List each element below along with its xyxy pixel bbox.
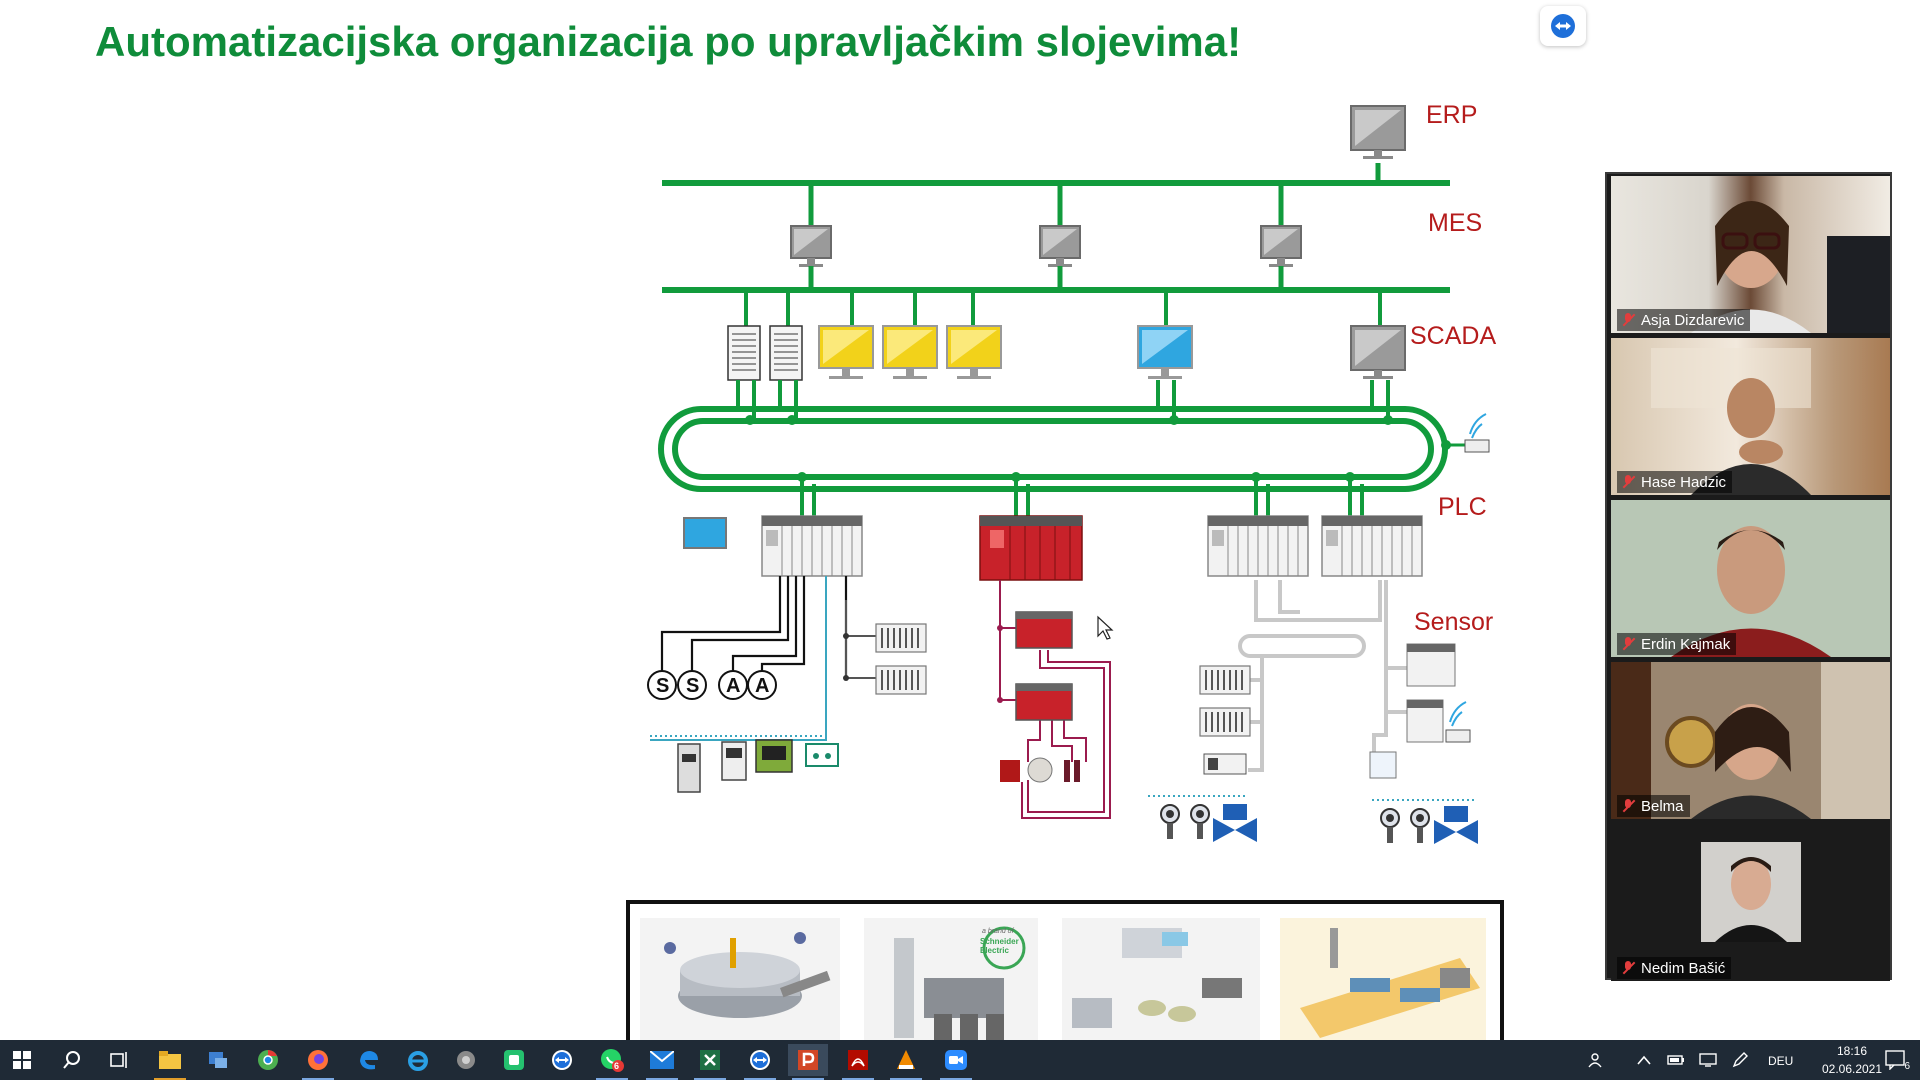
- layer-label-erp: ERP: [1426, 101, 1478, 129]
- network-app-icon[interactable]: [198, 1044, 238, 1076]
- schneider-illustration: a brand of Schneider Electric: [864, 918, 1038, 1046]
- mail-icon[interactable]: [642, 1044, 682, 1080]
- pen-icon[interactable]: [1728, 1044, 1752, 1076]
- layer-label-scada: SCADA: [1410, 322, 1497, 350]
- sensor-symbol: S: [686, 675, 700, 697]
- teamviewer-icon[interactable]: [542, 1044, 582, 1076]
- participant-tile[interactable]: Erdin Kajmak: [1611, 500, 1890, 657]
- illustration-strip: a brand of Schneider Electric: [626, 900, 1504, 1049]
- people-icon[interactable]: [1584, 1044, 1608, 1076]
- edge-icon[interactable]: [348, 1044, 388, 1076]
- teamviewer2-icon[interactable]: [740, 1044, 780, 1080]
- search-icon[interactable]: [52, 1044, 92, 1076]
- actuator-symbol: A: [755, 675, 770, 697]
- green-app-icon[interactable]: [494, 1044, 534, 1076]
- clock-date[interactable]: 02.06.2021: [1821, 1062, 1883, 1076]
- slide-title: Automatizacijska organizacija po upravlj…: [95, 18, 1242, 65]
- mic-muted-icon: [1621, 312, 1635, 328]
- machine-illustration: [640, 918, 840, 1046]
- brand-prefix: a brand of: [982, 928, 1014, 935]
- layer-label-sensor: Sensor: [1414, 608, 1494, 636]
- notification-center-icon[interactable]: 6: [1876, 1044, 1916, 1076]
- battery-icon[interactable]: [1664, 1044, 1688, 1076]
- whatsapp-badge: 6: [614, 1061, 620, 1071]
- participant-name: Hase Hadzic: [1617, 471, 1733, 493]
- mic-muted-icon: [1621, 960, 1635, 976]
- language-indicator[interactable]: DEU: [1768, 1054, 1794, 1068]
- participant-tile[interactable]: Asja Dizdarevic: [1611, 176, 1890, 333]
- network-icon[interactable]: [1696, 1044, 1720, 1076]
- automation-diagram: [647, 105, 1490, 844]
- clock-time[interactable]: 18:16: [1836, 1044, 1868, 1058]
- mic-muted-icon: [1621, 798, 1635, 814]
- actuator-symbol: A: [726, 675, 741, 697]
- sensor-symbol: S: [656, 675, 670, 697]
- participants-panel: Asja Dizdarevic Hase Hadzic Erdin Kajmak…: [1605, 172, 1892, 981]
- participant-name: Erdin Kajmak: [1617, 633, 1737, 655]
- sensor-symbols: S S A A: [648, 675, 788, 697]
- avatar: [1701, 842, 1801, 942]
- plant-illustration: [1062, 918, 1260, 1046]
- meeting-share-button[interactable]: [1540, 6, 1586, 46]
- participant-name: Asja Dizdarevic: [1617, 309, 1751, 331]
- participant-name: Nedim Bašić: [1617, 957, 1732, 979]
- participant-tile[interactable]: Belma: [1611, 662, 1890, 819]
- chevron-up-icon[interactable]: [1632, 1044, 1656, 1076]
- windows-start-icon[interactable]: [2, 1044, 42, 1076]
- firefox-icon[interactable]: [298, 1044, 338, 1080]
- settings-app-icon[interactable]: [446, 1044, 486, 1076]
- powerpoint-icon[interactable]: [788, 1044, 828, 1080]
- excel-icon[interactable]: [690, 1044, 730, 1080]
- vlc-icon[interactable]: [886, 1044, 926, 1080]
- participant-tile[interactable]: Nedim Bašić: [1611, 824, 1890, 981]
- notification-count: 6: [1904, 1061, 1910, 1072]
- mic-muted-icon: [1621, 474, 1635, 490]
- file-explorer-icon[interactable]: [150, 1044, 190, 1080]
- participant-name: Belma: [1617, 795, 1690, 817]
- taskbar: 6 DEU 18:16 02.06.2021 6: [0, 1040, 1920, 1080]
- acrobat-icon[interactable]: [838, 1044, 878, 1080]
- chrome-icon[interactable]: [248, 1044, 288, 1076]
- layer-label-mes: MES: [1428, 209, 1483, 237]
- participant-tile[interactable]: Hase Hadzic: [1611, 338, 1890, 495]
- factory-illustration: [1280, 918, 1486, 1046]
- layer-label-plc: PLC: [1438, 493, 1487, 521]
- brand-name: Schneider Electric: [980, 937, 1019, 955]
- mic-muted-icon: [1621, 636, 1635, 652]
- teamviewer-icon: [1551, 14, 1575, 38]
- whatsapp-icon[interactable]: 6: [592, 1044, 632, 1080]
- internet-explorer-icon[interactable]: [398, 1044, 438, 1076]
- participant-video: [1611, 500, 1890, 657]
- participant-video: [1611, 662, 1890, 819]
- zoom-icon[interactable]: [936, 1044, 976, 1080]
- task-view-icon[interactable]: [100, 1044, 140, 1076]
